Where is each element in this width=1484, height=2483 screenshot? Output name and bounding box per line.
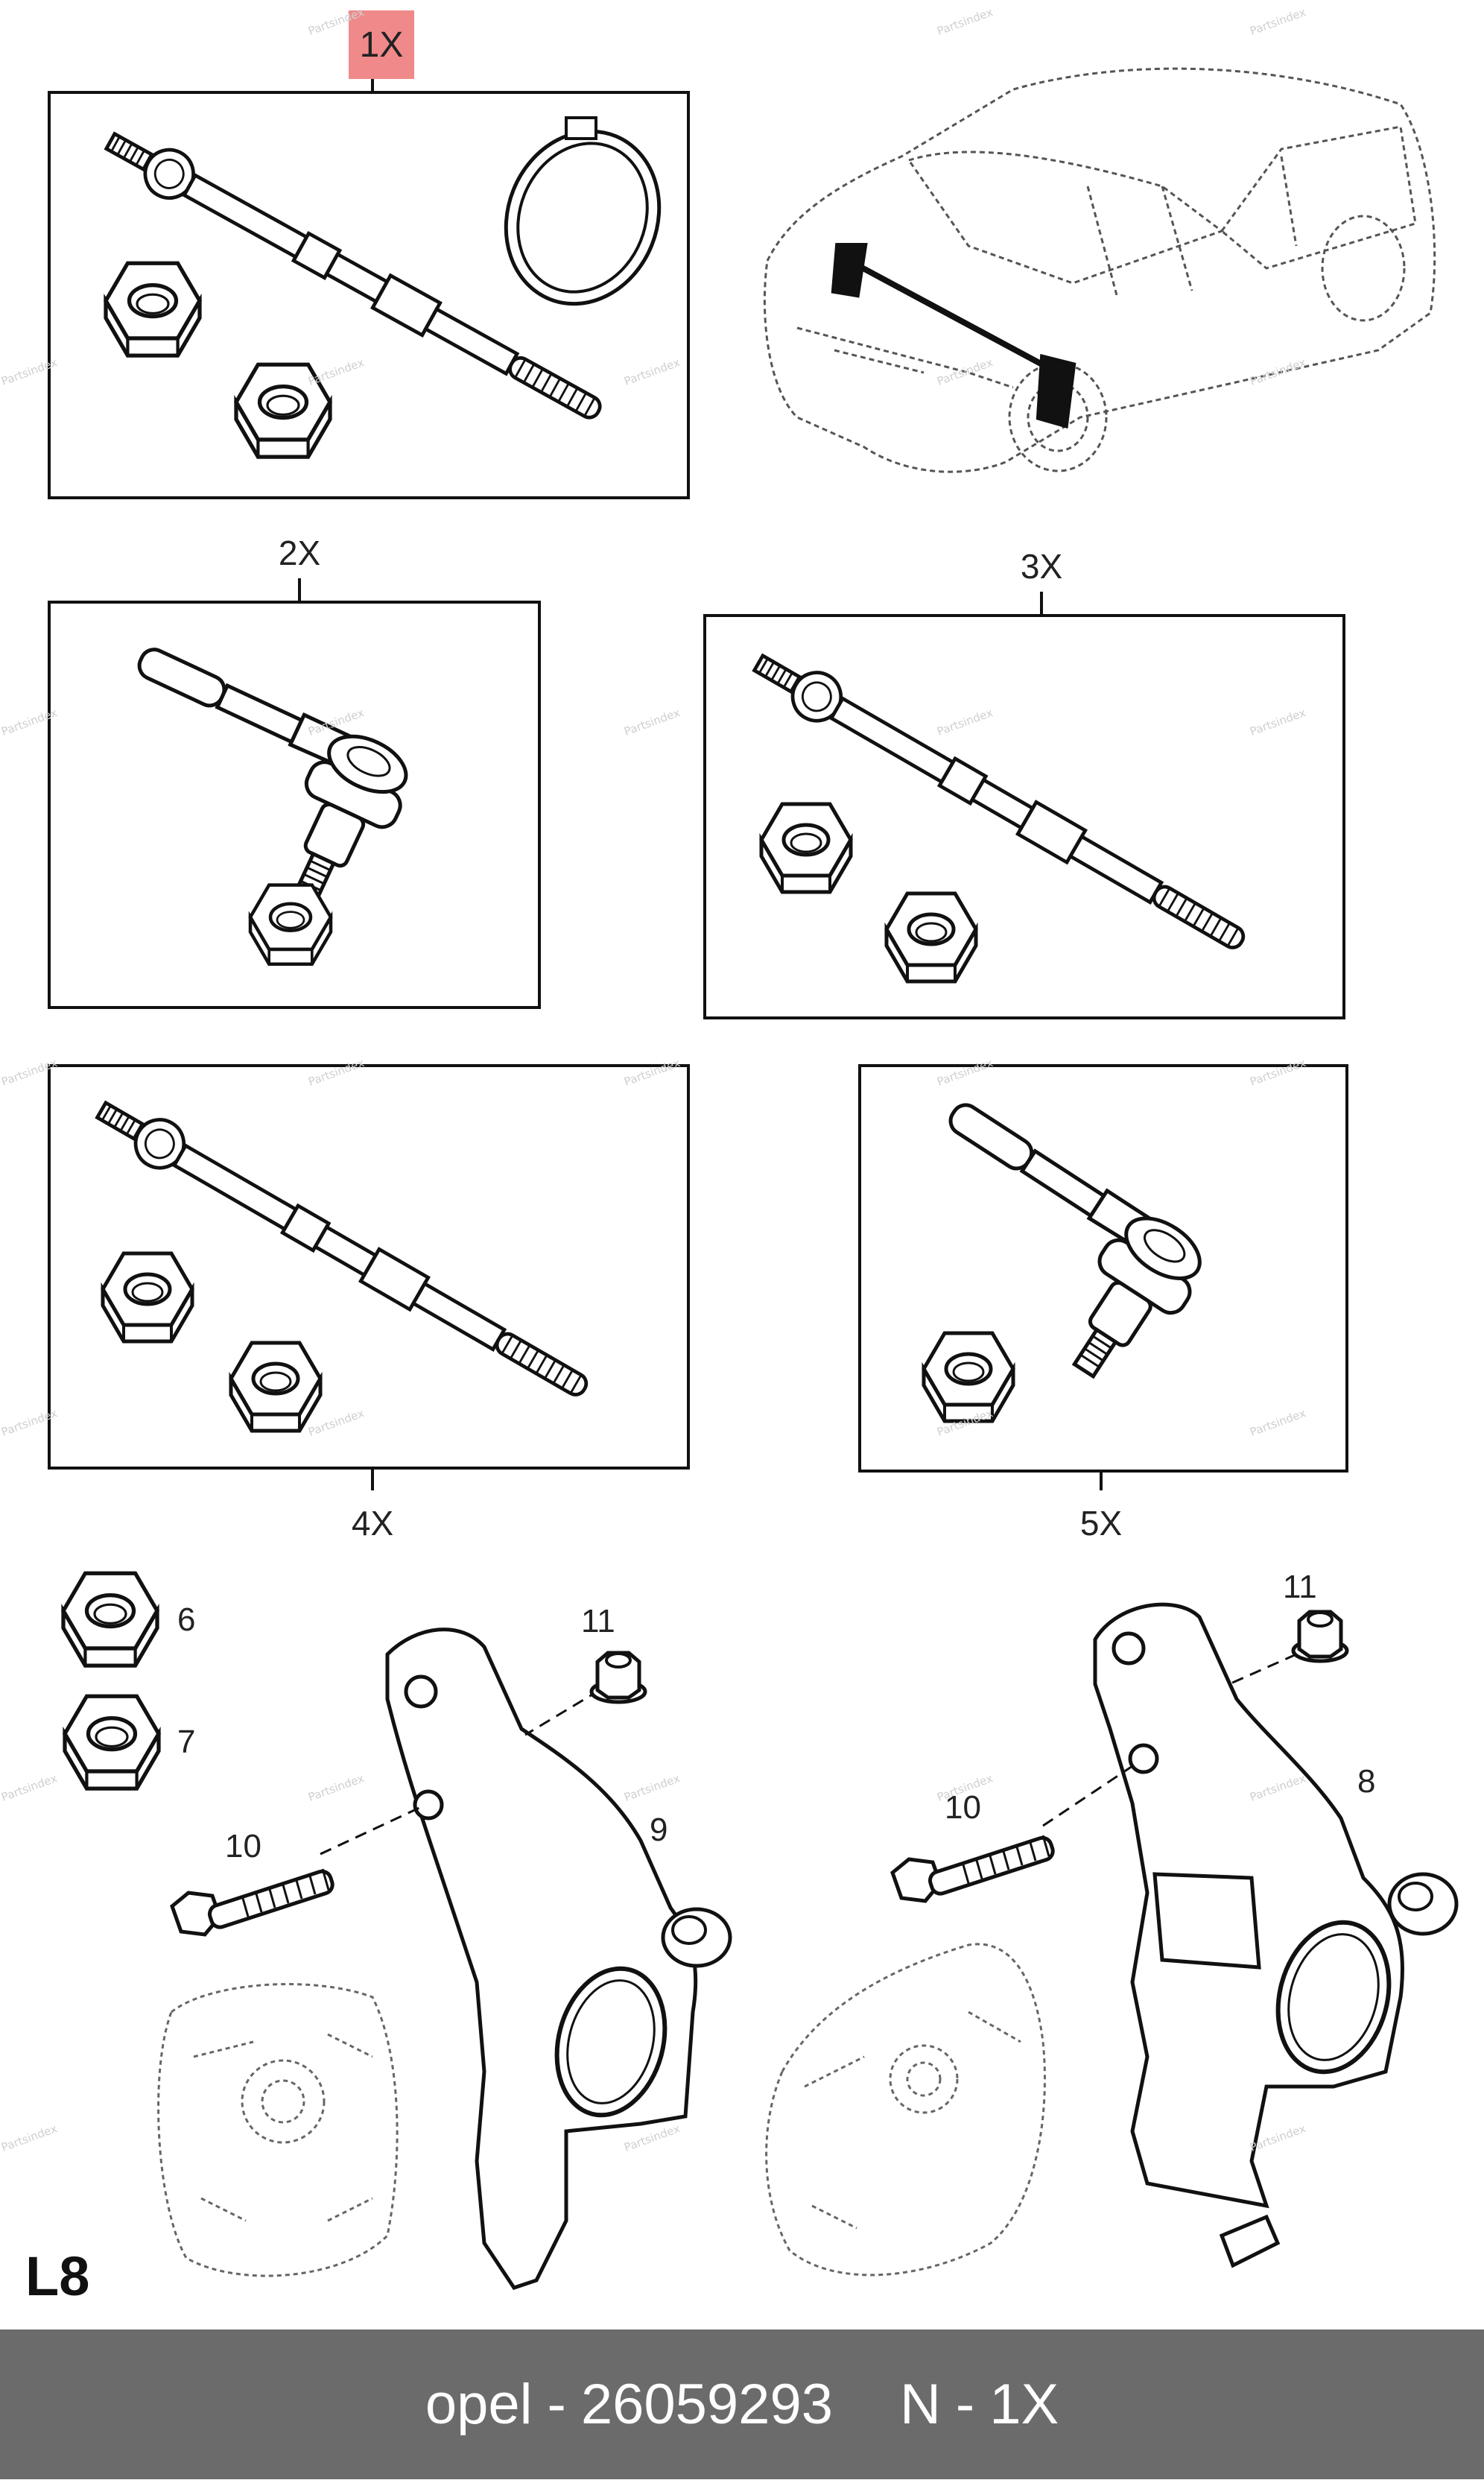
knuckle-left-assembly — [157, 1628, 732, 2290]
guide-line-11-left — [524, 1689, 600, 1736]
caliper-right-dotted — [765, 1943, 1046, 2277]
kit-4x: 4X — [48, 1064, 690, 1543]
kit-1x-boot-clamp — [504, 116, 662, 306]
footer-bar: opel - 26059293 N - 1X — [0, 2329, 1484, 2479]
kit-4x-label: 4X — [352, 1504, 393, 1543]
kit-1x: 1X — [48, 10, 690, 499]
flange-nut-11-left — [592, 1653, 645, 1702]
nut-part-7 — [65, 1696, 159, 1788]
kit-1x-label: 1X — [360, 25, 404, 65]
knuckle-left-bore — [554, 1966, 668, 2118]
callout-9: 9 — [650, 1812, 668, 1848]
kit-1x-highlight — [349, 10, 414, 79]
guide-line-11-right — [1228, 1653, 1297, 1686]
kit-3x: 3X — [703, 547, 1345, 1019]
knuckle-left — [385, 1628, 698, 2290]
footer-separator: - — [547, 2373, 566, 2436]
kit-2x: 2X — [48, 534, 541, 1009]
kit-3x-label: 3X — [1021, 547, 1062, 586]
bolt-10-left — [172, 1869, 334, 1935]
callout-10-right: 10 — [945, 1789, 981, 1826]
kit-5x-nut — [924, 1333, 1013, 1421]
flange-nut-11-right — [1293, 1612, 1347, 1661]
callout-11-right: 11 — [1283, 1569, 1317, 1605]
car-steering-linkage — [831, 243, 1076, 429]
kit-4x-nut-a — [103, 1253, 192, 1341]
callout-6: 6 — [177, 1601, 195, 1638]
footer-position: N — [899, 2373, 941, 2436]
kit-3x-nut-b — [887, 893, 976, 981]
kit-5x: 5X — [858, 1064, 1348, 1543]
kit-4x-nut-b — [231, 1343, 320, 1431]
callout-7: 7 — [177, 1724, 195, 1760]
page-code: L8 — [25, 2245, 90, 2307]
callout-8: 8 — [1357, 1763, 1375, 1800]
guide-line-10-right — [1042, 1765, 1133, 1827]
nut-part-6 — [63, 1573, 157, 1666]
kit-2x-label: 2X — [279, 534, 320, 572]
footer-separator: - — [955, 2373, 975, 2436]
kit-2x-nut — [250, 885, 331, 964]
knuckle-right-assembly — [765, 1602, 1459, 2277]
footer-brand: opel — [425, 2373, 533, 2436]
kit-3x-nut-a — [761, 804, 851, 892]
bolt-10-right — [892, 1835, 1055, 1901]
footer-part-number: 26059293 — [580, 2373, 833, 2436]
kit-5x-label: 5X — [1080, 1504, 1122, 1543]
hub-left-dotted — [157, 1983, 399, 2277]
knuckle-right-bore — [1275, 1920, 1392, 2075]
callout-10-left: 10 — [225, 1828, 261, 1864]
car-illustration — [763, 67, 1436, 473]
footer-quantity: 1X — [989, 2373, 1059, 2436]
guide-line-10-left — [320, 1806, 422, 1856]
kit-1x-nut-a — [106, 263, 200, 355]
callout-11-left: 11 — [581, 1603, 615, 1639]
